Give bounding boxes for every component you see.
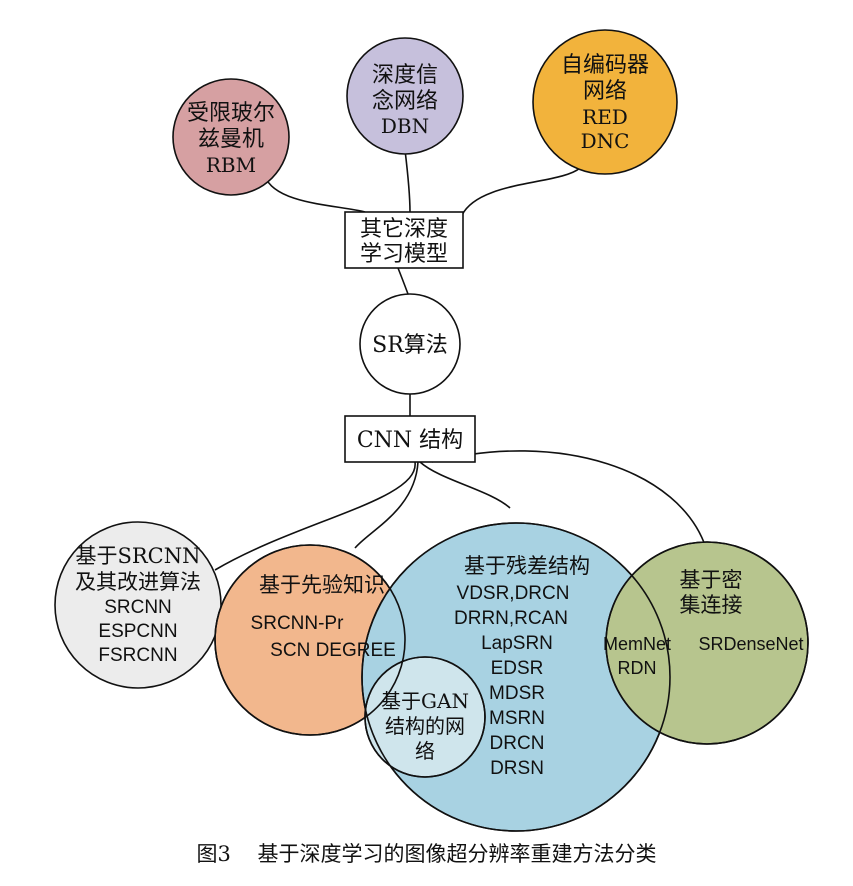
prior-line-2: SRCNN-Pr <box>251 613 345 634</box>
residual-line-6: MDSR <box>489 683 545 704</box>
dbn-label: 深度信 念网络 DBN <box>372 63 438 138</box>
residual-label: 基于残差结构 VDSR,DRCN DRRN,RCAN LapSRN EDSR M… <box>454 554 590 779</box>
srcnn-line-3: SRCNN <box>104 597 172 618</box>
residual-line-5: EDSR <box>491 658 544 679</box>
prior-line-3: SCN DEGREE <box>270 640 396 661</box>
gan-line-1: 基于GAN <box>381 689 469 713</box>
residual-line-2: VDSR,DRCN <box>457 583 570 604</box>
edge-cnn-srcnn <box>214 461 416 571</box>
dbn-line-1: 深度信 <box>372 63 438 88</box>
autoencoder-node <box>532 29 678 175</box>
dense-label: 基于密 集连接 MemNet RDN SRDenseNet <box>603 568 804 678</box>
edge-cnn-dense <box>431 450 707 549</box>
rbm-line-2: 兹曼机 <box>198 127 264 152</box>
dbn-node <box>346 37 464 155</box>
cnn-structure-label: CNN 结构 <box>357 428 463 453</box>
other-models-label: 其它深度 学习模型 <box>360 217 448 267</box>
residual-line-7: MSRN <box>489 708 545 729</box>
connectors <box>214 149 707 571</box>
edge-dbn-other <box>404 149 411 213</box>
autoencoder-line-2: 网络 <box>583 79 627 104</box>
figure-title: 基于深度学习的图像超分辨率重建方法分类 <box>257 842 657 866</box>
srcnn-line-5: FSRCNN <box>98 645 177 666</box>
autoencoder-line-1: 自编码器 <box>561 53 649 78</box>
rbm-label: 受限玻尔 兹曼机 RBM <box>187 101 275 177</box>
prior-label: 基于先验知识 SRCNN-Pr SCN DEGREE <box>251 573 396 661</box>
dbn-line-3: DBN <box>381 114 429 138</box>
prior-line-1: 基于先验知识 <box>259 573 385 597</box>
figure-caption: 图3 基于深度学习的图像超分辨率重建方法分类 <box>0 838 853 868</box>
dense-line-1: 基于密 <box>680 568 743 592</box>
srcnn-line-1: 基于SRCNN <box>75 544 200 568</box>
autoencoder-label: 自编码器 网络 RED DNC <box>561 53 649 153</box>
edge-autoencoder-other <box>461 167 581 216</box>
gan-line-3: 络 <box>415 739 435 763</box>
edge-other-sr <box>397 267 409 295</box>
edge-rbm-other <box>264 175 366 213</box>
autoencoder-line-3: RED <box>582 105 628 129</box>
dense-line-3: MemNet <box>603 634 671 654</box>
other-models-line-1: 其它深度 <box>360 217 448 242</box>
rbm-line-1: 受限玻尔 <box>187 101 275 126</box>
other-models-line-2: 学习模型 <box>360 242 448 267</box>
srcnn-line-4: ESPCNN <box>98 621 177 642</box>
gan-label: 基于GAN 结构的网 络 <box>381 689 469 763</box>
residual-line-4: LapSRN <box>481 633 553 654</box>
cnn-structure-box <box>344 415 476 463</box>
edge-cnn-residual <box>419 461 511 509</box>
rbm-line-3: RBM <box>206 153 256 177</box>
residual-line-9: DRSN <box>490 758 544 779</box>
dense-line-5: SRDenseNet <box>698 634 803 654</box>
residual-line-3: DRRN,RCAN <box>454 608 568 629</box>
autoencoder-line-4: DNC <box>581 129 630 153</box>
srcnn-label: 基于SRCNN 及其改进算法 SRCNN ESPCNN FSRCNN <box>75 544 201 666</box>
figure-number: 图3 <box>196 842 231 866</box>
dense-line-4: RDN <box>618 658 657 678</box>
residual-line-8: DRCN <box>490 733 545 754</box>
edge-cnn-prior <box>354 461 419 549</box>
overlap-outlines <box>214 522 809 832</box>
srcnn-line-2: 及其改进算法 <box>75 570 201 594</box>
residual-line-1: 基于残差结构 <box>464 554 590 578</box>
other-models-box <box>344 211 464 269</box>
dense-line-2: 集连接 <box>680 593 743 617</box>
rbm-node <box>172 78 290 196</box>
sr-algorithm-label: SR算法 <box>372 333 448 358</box>
gan-line-2: 结构的网 <box>385 714 465 738</box>
sr-algorithm-node <box>359 293 461 395</box>
dbn-line-2: 念网络 <box>372 89 438 114</box>
